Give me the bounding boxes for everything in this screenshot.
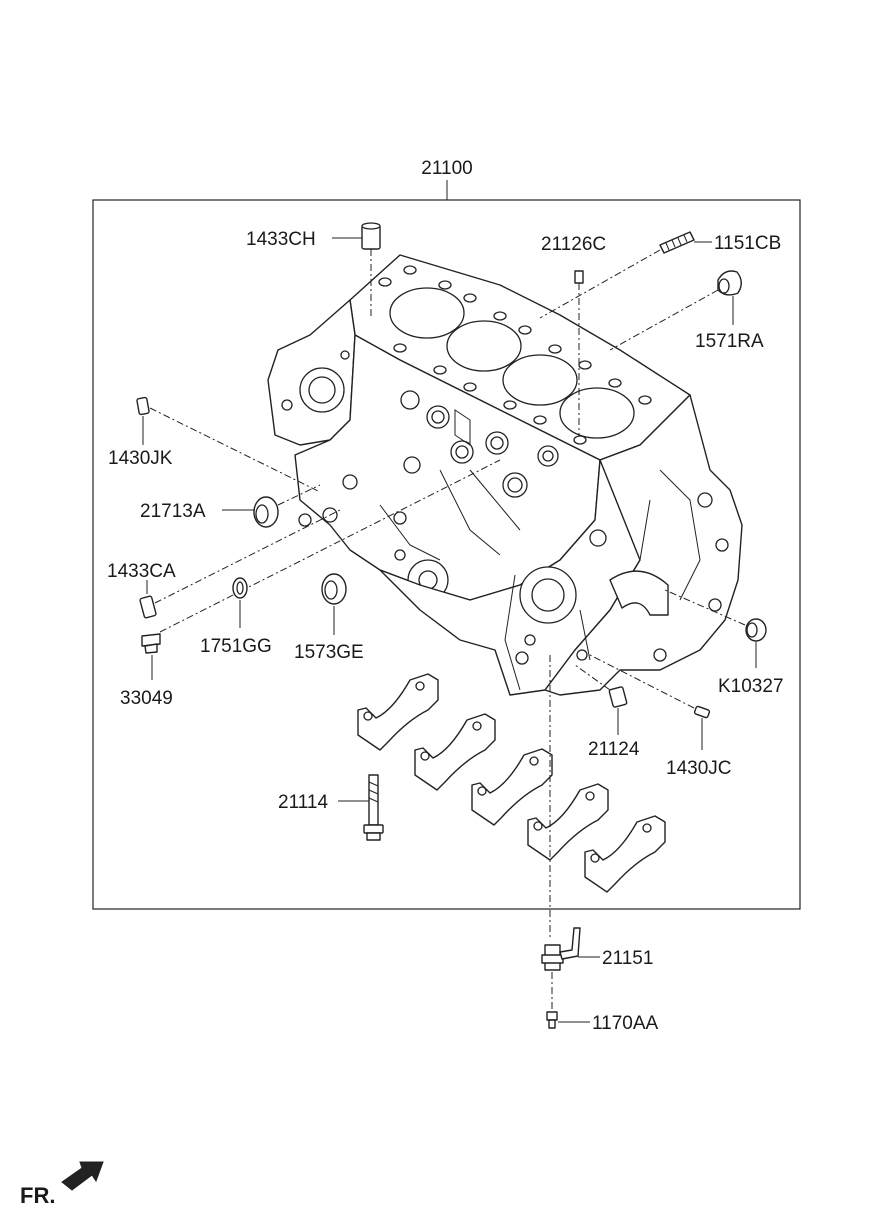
- svg-text:1571RA: 1571RA: [695, 331, 764, 352]
- part-21713A: 21713A: [140, 484, 321, 528]
- bearing-cap-5: [584, 815, 666, 893]
- part-21114: 21114: [278, 774, 384, 841]
- cylinder-bore-4: [559, 387, 635, 439]
- part-33049: 33049: [120, 459, 501, 709]
- svg-text:21124: 21124: [588, 739, 640, 760]
- svg-text:1751GG: 1751GG: [200, 636, 272, 657]
- main-bearing-caps: [357, 673, 666, 893]
- svg-text:1170AA: 1170AA: [592, 1013, 659, 1034]
- bearing-cap-1: [357, 673, 439, 751]
- svg-text:21126C: 21126C: [541, 234, 606, 255]
- bearing-cap-2: [414, 713, 496, 791]
- svg-text:33049: 33049: [120, 688, 173, 709]
- svg-text:21713A: 21713A: [140, 501, 206, 522]
- svg-text:K10327: K10327: [718, 676, 784, 697]
- part-21124: 21124: [574, 664, 640, 760]
- svg-text:21151: 21151: [602, 948, 653, 969]
- svg-text:1430JC: 1430JC: [666, 758, 732, 779]
- part-1430JC: 1430JC: [589, 654, 732, 779]
- svg-text:1151CB: 1151CB: [714, 233, 781, 254]
- part-1151CB: 1151CB: [539, 231, 781, 319]
- part-1573GE: 1573GE: [294, 573, 364, 663]
- svg-text:1430JK: 1430JK: [108, 448, 173, 469]
- part-21151: 21151: [541, 927, 653, 1010]
- front-arrow-icon: [61, 1161, 104, 1191]
- cylinder-bore-1: [389, 287, 465, 339]
- cylinder-bore-2: [446, 320, 522, 372]
- bearing-cap-3: [471, 748, 553, 826]
- bearing-cap-4: [527, 783, 609, 861]
- cylinder-block: [267, 254, 743, 696]
- front-indicator: FR.: [20, 1161, 104, 1208]
- part-1430JK: 1430JK: [108, 396, 321, 493]
- svg-text:1433CA: 1433CA: [107, 561, 176, 582]
- part-1433CA: 1433CA: [107, 509, 341, 619]
- part-1751GG: 1751GG: [200, 577, 272, 657]
- part-21126C: 21126C: [541, 234, 606, 435]
- svg-text:FR.: FR.: [20, 1183, 55, 1208]
- part-1170AA: 1170AA: [546, 1011, 659, 1034]
- svg-text:1433CH: 1433CH: [246, 229, 316, 250]
- part-K10327: K10327: [664, 589, 784, 697]
- assembly-label: 21100: [421, 158, 472, 179]
- cylinder-bore-3: [502, 354, 578, 406]
- part-1433CH: 1433CH: [246, 222, 381, 318]
- svg-text:1573GE: 1573GE: [294, 642, 364, 663]
- part-1571RA: 1571RA: [609, 270, 764, 352]
- svg-text:21114: 21114: [278, 792, 328, 813]
